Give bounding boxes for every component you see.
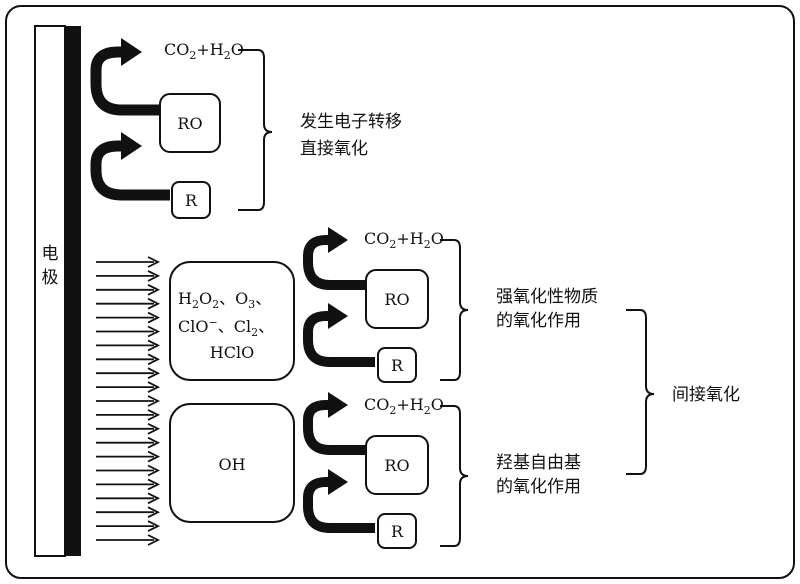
direct-r-label: R xyxy=(185,191,198,210)
hydroxyl-label-line2: 的氧化作用 xyxy=(496,477,581,497)
straight-arrow-head xyxy=(147,534,161,546)
strong-curve-arrow-bottom xyxy=(303,303,375,367)
straight-arrow-head xyxy=(147,353,161,366)
hydroxyl-oxidant-box xyxy=(169,403,295,523)
direct-r-box xyxy=(171,181,211,219)
electrode-surface xyxy=(65,26,81,556)
electrode-straight-arrows xyxy=(96,256,161,546)
strong-oxidant-line2: ClO−、Cl2、 xyxy=(178,316,274,339)
straight-arrow-head xyxy=(147,381,161,393)
straight-arrow-head xyxy=(147,464,161,477)
hydroxyl-r-box xyxy=(377,513,417,549)
straight-arrow-head xyxy=(147,422,161,435)
hydroxyl-curve-arrow-top xyxy=(303,392,365,455)
hydroxyl-bracket xyxy=(440,405,469,547)
strong-r-box xyxy=(377,347,417,383)
straight-arrow-head xyxy=(147,436,161,449)
strong-label-line1: 强氧化性物质 xyxy=(496,287,598,307)
indirect-bracket xyxy=(626,309,655,475)
straight-arrow-head xyxy=(147,395,161,407)
direct-ro-box xyxy=(159,93,221,153)
direct-curve-arrow-top xyxy=(90,38,160,116)
electrode-label-2: 极 xyxy=(42,268,59,288)
straight-arrow-head xyxy=(147,339,161,352)
straight-arrow-head xyxy=(147,520,161,532)
hydroxyl-oxidant-label: OH xyxy=(218,455,245,474)
indirect-label: 间接氧化 xyxy=(672,385,740,405)
strong-ro-label: RO xyxy=(384,290,409,309)
straight-arrow-head xyxy=(147,325,161,338)
straight-arrow-head xyxy=(147,297,161,310)
straight-arrow-head xyxy=(147,506,161,519)
straight-arrow-head xyxy=(147,478,161,491)
direct-bracket xyxy=(238,49,273,211)
straight-arrow-head xyxy=(147,409,161,421)
direct-products-text: CO2+H2O xyxy=(164,40,244,62)
straight-arrow-head xyxy=(147,283,161,296)
strong-oxidant-line3: HClO xyxy=(210,343,254,362)
electrode-label-1: 电 xyxy=(42,244,59,264)
direct-curve-arrow-bottom xyxy=(90,132,170,201)
hydroxyl-ro-box xyxy=(365,435,429,495)
strong-products-text: CO2+H2O xyxy=(364,229,444,251)
direct-label-line2: 直接氧化 xyxy=(300,139,368,159)
straight-arrow-head xyxy=(147,270,161,282)
strong-curve-arrow-top xyxy=(303,227,365,290)
hydroxyl-ro-label: RO xyxy=(384,456,409,475)
electrode-body xyxy=(34,25,66,557)
strong-oxidant-box xyxy=(169,261,295,381)
straight-arrow-head xyxy=(147,311,161,324)
strong-r-label: R xyxy=(391,356,404,375)
hydroxyl-r-label: R xyxy=(391,522,404,541)
strong-label-line2: 的氧化作用 xyxy=(496,311,581,331)
hydroxyl-curve-arrow-bottom xyxy=(303,469,375,533)
hydroxyl-products-text: CO2+H2O xyxy=(364,395,444,417)
straight-arrow-head xyxy=(147,492,161,505)
strong-bracket xyxy=(440,239,469,381)
strong-oxidant-line1: H2O2、O3、 xyxy=(178,289,271,311)
hydroxyl-label-line1: 羟基自由基 xyxy=(496,453,581,473)
straight-arrow-head xyxy=(147,256,161,268)
straight-arrow-head xyxy=(147,450,161,463)
straight-arrow-head xyxy=(147,367,161,380)
strong-ro-box xyxy=(365,269,429,329)
direct-label-line1: 发生电子转移 xyxy=(300,112,402,132)
direct-ro-label: RO xyxy=(177,114,202,133)
